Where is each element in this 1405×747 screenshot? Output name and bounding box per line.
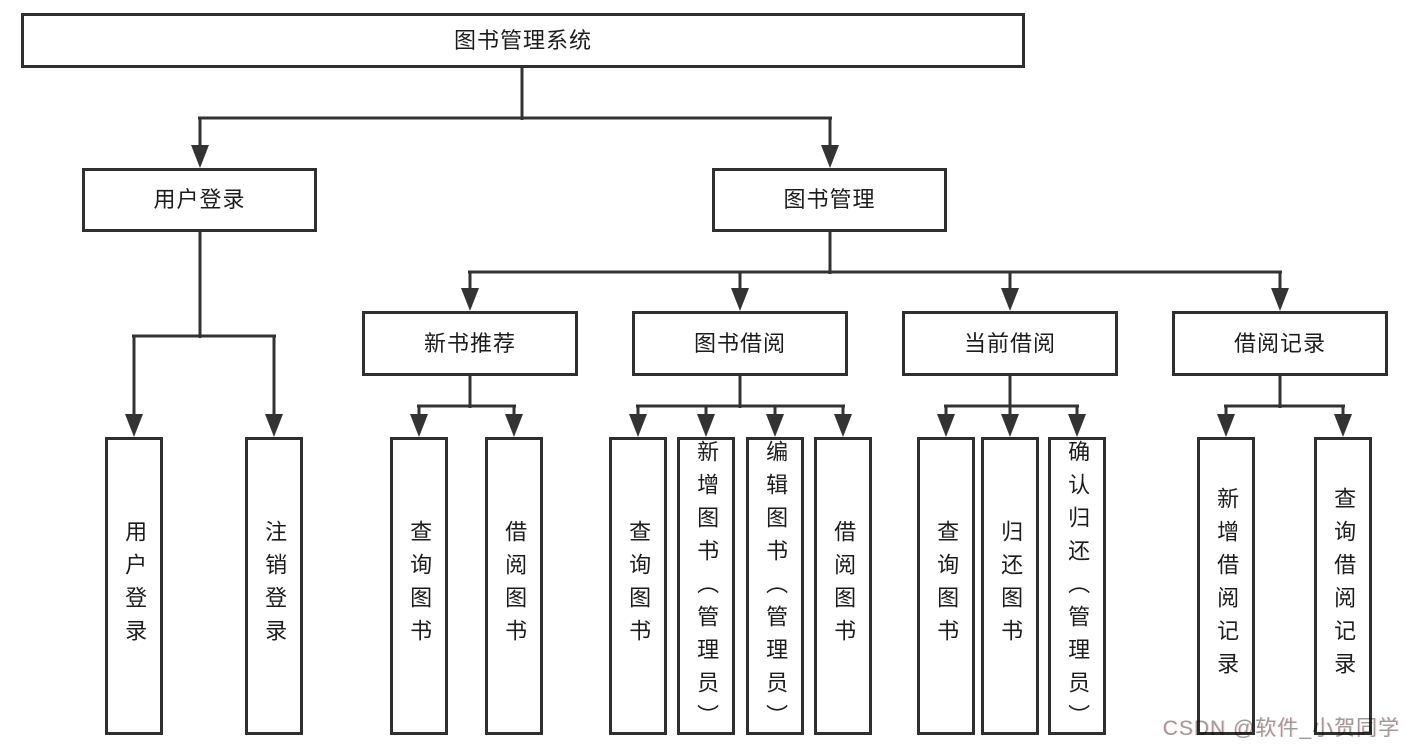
node-bb-borrow: 借阅图书 — [814, 437, 872, 735]
node-label-bb-query: 查询图书 — [626, 520, 652, 652]
node-label-login-op: 用户登录 — [122, 520, 148, 652]
node-label-new-books: 新书推荐 — [423, 330, 516, 356]
node-bb-query: 查询图书 — [609, 437, 667, 735]
arrowhead-down-icon — [1217, 414, 1235, 437]
node-label-bb-add: 新增图书（管理员） — [694, 440, 720, 737]
node-label-cb-confirm: 确认归还（管理员） — [1065, 440, 1091, 737]
node-br-add: 新增借阅记录 — [1197, 437, 1255, 735]
arrowhead-down-icon — [937, 414, 955, 437]
node-label-br-query: 查询借阅记录 — [1331, 487, 1357, 685]
node-label-nb-borrow: 借阅图书 — [502, 520, 528, 652]
node-label-logout-op: 注销登录 — [262, 520, 288, 652]
arrowhead-down-icon — [629, 414, 647, 437]
node-login-op: 用户登录 — [105, 437, 163, 735]
node-cb-confirm: 确认归还（管理员） — [1048, 437, 1106, 737]
node-label-bb-borrow: 借阅图书 — [831, 520, 857, 652]
node-label-current-borrow: 当前借阅 — [963, 330, 1056, 356]
node-bb-add: 新增图书（管理员） — [677, 437, 735, 737]
arrowhead-down-icon — [821, 145, 839, 168]
node-label-borrow-records: 借阅记录 — [1233, 330, 1326, 356]
node-br-query: 查询借阅记录 — [1314, 437, 1372, 735]
node-current-borrow: 当前借阅 — [902, 311, 1118, 376]
node-label-cb-query: 查询图书 — [934, 520, 960, 652]
arrowhead-down-icon — [410, 414, 428, 437]
node-label-user-login: 用户登录 — [153, 187, 246, 212]
node-logout-op: 注销登录 — [245, 437, 303, 735]
node-label-root: 图书管理系统 — [453, 27, 592, 53]
arrowhead-down-icon — [766, 414, 784, 437]
watermark: CSDN @软件_小贺同学 — [1162, 717, 1400, 740]
arrowhead-down-icon — [731, 288, 749, 311]
node-book-mgmt: 图书管理 — [712, 168, 947, 232]
arrowhead-down-icon — [1334, 414, 1352, 437]
node-root: 图书管理系统 — [21, 13, 1025, 68]
node-label-book-mgmt: 图书管理 — [783, 187, 876, 212]
node-book-borrow: 图书借阅 — [632, 311, 848, 376]
arrowhead-down-icon — [1001, 288, 1019, 311]
node-label-nb-query: 查询图书 — [407, 520, 433, 652]
node-label-cb-return: 归还图书 — [998, 520, 1024, 652]
node-nb-query: 查询图书 — [390, 437, 448, 735]
node-borrow-records: 借阅记录 — [1172, 311, 1388, 376]
arrowhead-down-icon — [191, 145, 209, 168]
node-cb-return: 归还图书 — [981, 437, 1039, 735]
node-label-bb-edit: 编辑图书（管理员） — [763, 440, 789, 737]
node-cb-query: 查询图书 — [917, 437, 975, 735]
node-user-login: 用户登录 — [82, 168, 317, 232]
arrowhead-down-icon — [505, 414, 523, 437]
node-nb-borrow: 借阅图书 — [485, 437, 543, 735]
node-bb-edit: 编辑图书（管理员） — [746, 437, 804, 737]
arrowhead-down-icon — [834, 414, 852, 437]
arrowhead-down-icon — [697, 414, 715, 437]
node-new-books: 新书推荐 — [362, 311, 578, 376]
arrowhead-down-icon — [265, 414, 283, 437]
arrowhead-down-icon — [1001, 414, 1019, 437]
arrowhead-down-icon — [1068, 414, 1086, 437]
arrowhead-down-icon — [461, 288, 479, 311]
node-label-br-add: 新增借阅记录 — [1214, 487, 1240, 685]
arrowhead-down-icon — [125, 414, 143, 437]
node-label-book-borrow: 图书借阅 — [693, 330, 786, 356]
arrowhead-down-icon — [1271, 288, 1289, 311]
